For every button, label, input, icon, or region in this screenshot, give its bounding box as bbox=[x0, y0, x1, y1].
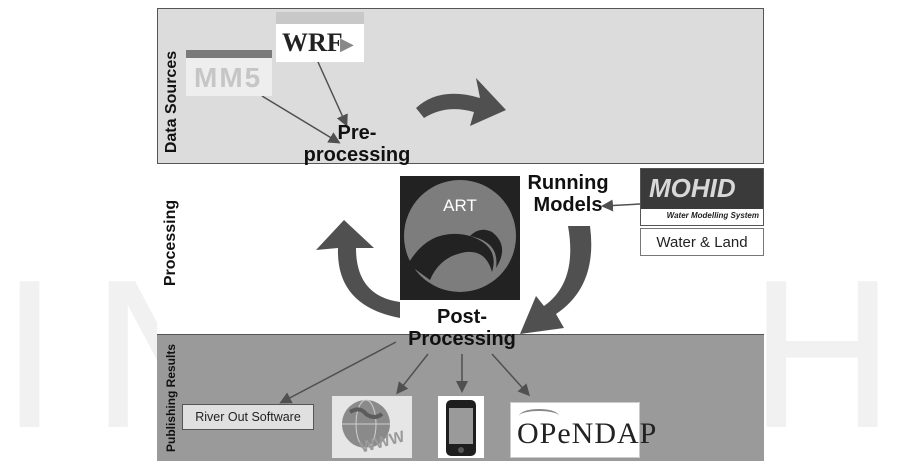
curved-arrow-top bbox=[416, 78, 506, 126]
arrow-right-icon: ▶ bbox=[340, 34, 354, 54]
river-out-software-box: River Out Software bbox=[182, 404, 314, 430]
arrow-mm5-preprocessing bbox=[261, 95, 341, 144]
mobile-phone bbox=[438, 396, 484, 458]
wrf-logo: WRF ▶ bbox=[276, 12, 364, 62]
mm5-logo: MM5 bbox=[186, 50, 272, 96]
arrow-wrf-preprocessing bbox=[317, 61, 348, 127]
globe-icon bbox=[342, 399, 390, 449]
preprocessing-label: Pre- processing bbox=[298, 122, 416, 166]
water-land-label: Water & Land bbox=[656, 234, 748, 251]
curved-arrow-right bbox=[520, 226, 592, 334]
mm5-logo-text: MM5 bbox=[194, 62, 263, 93]
post-line2: Processing bbox=[408, 328, 516, 350]
running-line2: Models bbox=[533, 194, 603, 216]
www-globe: WWW bbox=[332, 396, 412, 458]
river-out-label: River Out Software bbox=[195, 410, 301, 424]
arrow-to-opendap bbox=[491, 353, 531, 397]
preprocessing-line2: processing bbox=[303, 144, 411, 166]
opendap-swoosh-icon bbox=[519, 409, 559, 423]
arrow-to-www bbox=[396, 353, 429, 395]
arrow-to-riverout bbox=[279, 341, 397, 404]
wrf-logo-text: WRF bbox=[282, 28, 343, 57]
preprocessing-line1: Pre- bbox=[337, 122, 377, 144]
post-line1: Post- bbox=[437, 306, 487, 328]
running-models-label: Running Models bbox=[522, 172, 614, 216]
art-label: ART bbox=[443, 196, 477, 215]
mohid-logo-text: MOHID bbox=[649, 173, 736, 203]
mohid-logo: MOHID Water Modelling System bbox=[640, 168, 764, 226]
postprocessing-label: Post- Processing bbox=[398, 306, 526, 350]
smartphone-icon bbox=[446, 400, 476, 456]
water-land-box: Water & Land bbox=[640, 228, 764, 256]
arrow-mohid-models bbox=[601, 199, 641, 212]
curved-arrow-left bbox=[316, 220, 400, 318]
mohid-tagline: Water Modelling System bbox=[666, 211, 759, 220]
opendap-logo: OPeNDAP bbox=[510, 402, 656, 458]
mohid-logo-bar bbox=[641, 169, 763, 209]
running-line1: Running bbox=[527, 172, 609, 194]
art-wave-icon bbox=[404, 180, 516, 292]
art-logo: ART bbox=[400, 176, 520, 300]
